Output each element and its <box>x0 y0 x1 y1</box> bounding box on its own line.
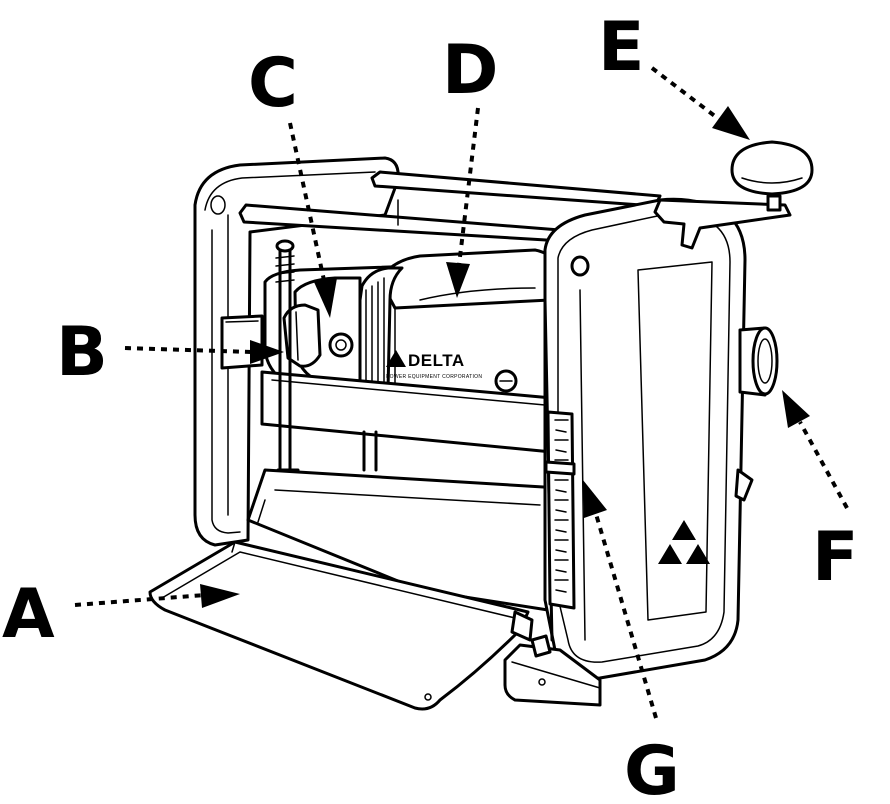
callout-label-c: C <box>248 44 298 123</box>
callout-label-e: E <box>598 8 644 87</box>
brand-logo-text: DELTA <box>408 351 465 370</box>
right-column <box>503 197 754 707</box>
infeed-table <box>148 540 534 711</box>
dust-port <box>738 326 779 397</box>
motor-housing: DELTA POWER EQUIPMENT CORPORATION <box>220 248 558 454</box>
callout-labels: A B C D E F G <box>2 8 858 804</box>
callout-label-d: D <box>442 31 498 110</box>
depth-scale <box>544 410 576 610</box>
callout-label-a: A <box>2 575 55 654</box>
left-column <box>193 156 400 547</box>
callout-label-g: G <box>624 732 680 804</box>
height-crank <box>653 140 814 250</box>
callout-label-b: B <box>56 313 108 392</box>
brand-subtitle-text: POWER EQUIPMENT CORPORATION <box>386 374 482 380</box>
callout-arrows <box>74 66 849 719</box>
callout-label-f: F <box>812 518 858 597</box>
